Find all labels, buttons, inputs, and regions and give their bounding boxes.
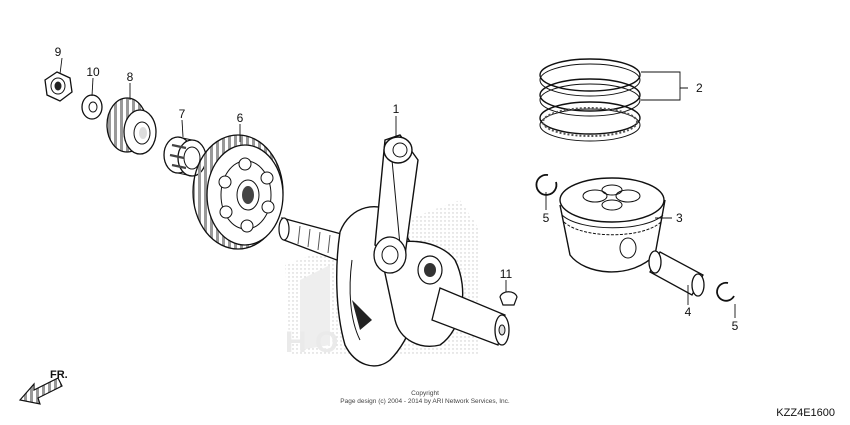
washer-part-10[interactable] [81, 94, 103, 120]
piston-pin-clip-part-5-left[interactable] [535, 174, 558, 196]
callout-3[interactable]: 3 [676, 211, 683, 225]
gear-part-8[interactable] [106, 97, 157, 155]
front-direction-indicator: FR. [18, 369, 68, 405]
callout-5-left[interactable]: 5 [543, 211, 550, 225]
callout-1[interactable]: 1 [393, 102, 400, 116]
crankshaft-part-1[interactable] [278, 134, 510, 367]
callout-6[interactable]: 6 [237, 111, 244, 125]
piston-ring-set-part-2[interactable] [539, 58, 641, 142]
nut-part-9[interactable] [44, 71, 73, 102]
key-part-11[interactable] [499, 291, 518, 306]
copyright-notice: Page design (c) 2004 - 2014 by ARI Netwo… [340, 398, 510, 405]
callout-7[interactable]: 7 [179, 107, 186, 121]
copyright-heading: Copyright [411, 390, 439, 397]
callout-10[interactable]: 10 [86, 65, 100, 79]
callout-labels: 9 10 8 7 6 1 2 3 4 5 5 11 [55, 45, 739, 333]
piston-pin-part-4[interactable] [648, 250, 705, 297]
piston-pin-clip-part-5-right[interactable] [716, 281, 735, 302]
front-direction-label: FR. [50, 369, 68, 381]
leader-lines [59, 57, 736, 318]
gear-part-6[interactable] [192, 134, 284, 250]
callout-8[interactable]: 8 [127, 70, 134, 84]
callout-11[interactable]: 11 [500, 267, 513, 281]
piston-part-3[interactable] [559, 177, 666, 273]
callout-4[interactable]: 4 [685, 305, 692, 319]
callout-5-right[interactable]: 5 [732, 319, 739, 333]
callout-2[interactable]: 2 [696, 81, 703, 95]
diagram-code: KZZ4E1600 [776, 407, 835, 419]
callout-9[interactable]: 9 [55, 45, 62, 59]
